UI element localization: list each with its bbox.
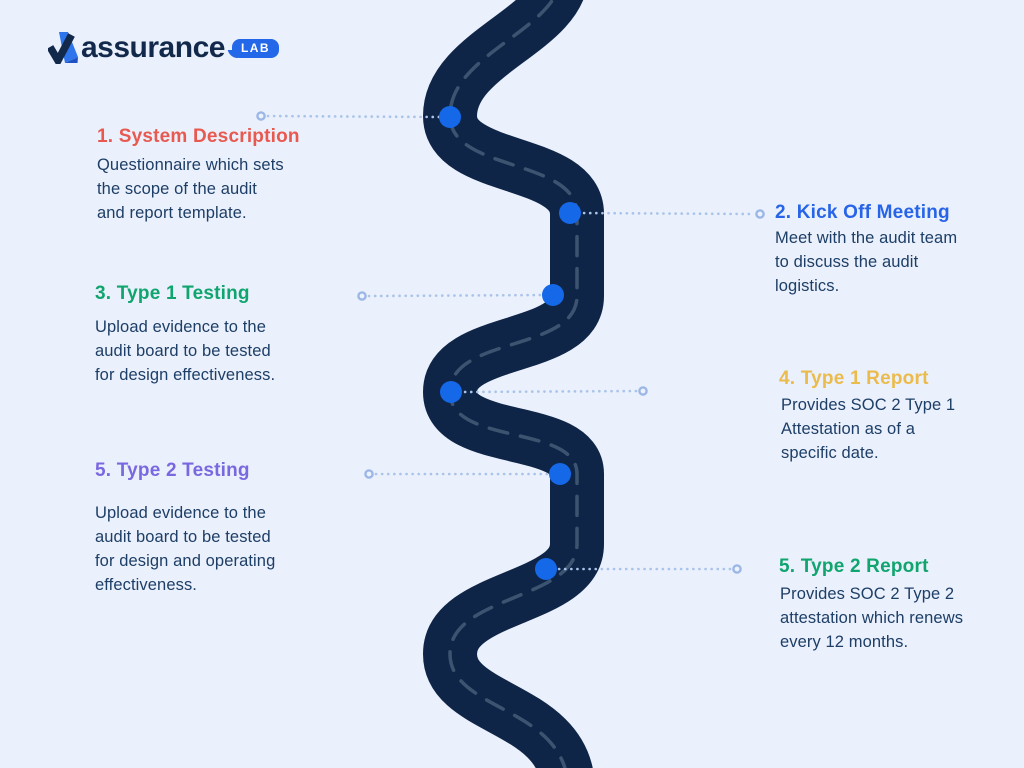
step-2-kick-off-meeting: 2. Kick Off Meeting Meet with the audit … bbox=[775, 200, 957, 298]
lab-badge: LAB bbox=[231, 38, 280, 58]
step-title: 2. Kick Off Meeting bbox=[775, 202, 950, 223]
leader-ring-step1 bbox=[256, 111, 266, 121]
step-title: 5. Type 2 Report bbox=[779, 556, 929, 577]
step-title: 5. Type 2 Testing bbox=[95, 460, 250, 481]
step-title: 4. Type 1 Report bbox=[779, 368, 929, 389]
step-3-type-1-testing: 3. Type 1 Testing Upload evidence to the… bbox=[95, 281, 275, 387]
step-title: 1. System Description bbox=[97, 126, 300, 147]
leader-ring-step3 bbox=[357, 291, 367, 301]
step-6-type-2-report: 5. Type 2 Report Provides SOC 2 Type 2 a… bbox=[779, 554, 963, 654]
step-body: Provides SOC 2 Type 2 attestation which … bbox=[780, 585, 964, 651]
milestone-dot-step4 bbox=[440, 381, 462, 403]
leader-ring-step5 bbox=[364, 469, 374, 479]
assurance-lab-logo: assurance LAB bbox=[48, 31, 280, 65]
road-path bbox=[423, 0, 604, 768]
leader-ring-step4 bbox=[638, 386, 648, 396]
leader-line-step1 bbox=[266, 114, 444, 119]
milestone-dot-step1 bbox=[439, 106, 461, 128]
milestone-dot-step2 bbox=[559, 202, 581, 224]
step-4-type-1-report: 4. Type 1 Report Provides SOC 2 Type 1 A… bbox=[779, 366, 955, 465]
step-body: Meet with the audit team to discuss the … bbox=[775, 229, 958, 295]
leader-ring-step2 bbox=[755, 209, 765, 219]
check-wing-icon bbox=[48, 32, 78, 64]
milestone-dot-step6 bbox=[535, 558, 557, 580]
step-body: Upload evidence to the audit board to be… bbox=[95, 504, 276, 594]
step-title: 3. Type 1 Testing bbox=[95, 283, 250, 304]
step-body: Questionnaire which sets the scope of th… bbox=[97, 156, 284, 222]
step-5-type-2-testing: 5. Type 2 Testing Upload evidence to the… bbox=[95, 458, 275, 597]
leader-line-step3 bbox=[367, 293, 548, 298]
milestone-dot-step5 bbox=[549, 463, 571, 485]
step-1-system-description: 1. System Description Questionnaire whic… bbox=[97, 124, 300, 225]
leader-line-step2 bbox=[576, 211, 755, 216]
milestone-dot-step3 bbox=[542, 284, 564, 306]
brand-name: assurance bbox=[81, 31, 225, 64]
leader-ring-step6 bbox=[732, 564, 742, 574]
step-body: Upload evidence to the audit board to be… bbox=[95, 318, 276, 384]
step-body: Provides SOC 2 Type 1 Attestation as of … bbox=[781, 396, 956, 462]
leader-line-step4 bbox=[457, 389, 638, 394]
